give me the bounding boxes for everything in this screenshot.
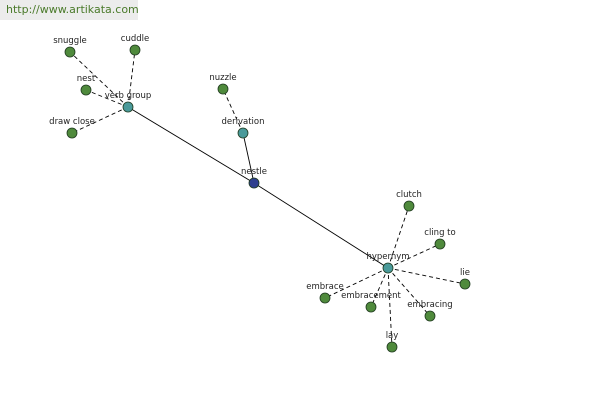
- word-snuggle-node[interactable]: [64, 46, 76, 58]
- edge-verb-group-nest: [85, 89, 129, 108]
- relation-hypernym-node[interactable]: [382, 262, 394, 274]
- edge-verb-group-cuddle: [127, 49, 136, 108]
- edge-center-verb-group: [127, 106, 255, 184]
- center-word-nestle-node[interactable]: [248, 177, 260, 189]
- edge-verb-group-draw-close: [71, 106, 129, 134]
- edge-derivation-nuzzle: [222, 88, 244, 134]
- word-cling-to-label: cling to: [424, 228, 455, 238]
- edge-hypernym-embrace: [324, 267, 389, 299]
- relation-derivation-label: derivation: [221, 117, 264, 127]
- word-nest-node[interactable]: [80, 84, 92, 96]
- relation-hypernym-label: hypernym: [366, 252, 409, 262]
- relation-verb-group-node[interactable]: [122, 101, 134, 113]
- relation-derivation-node[interactable]: [237, 127, 249, 139]
- edge-verb-group-snuggle: [69, 51, 129, 108]
- word-lie-label: lie: [460, 268, 470, 278]
- word-nuzzle-node[interactable]: [217, 83, 229, 95]
- word-embracing-label: embracing: [407, 300, 452, 310]
- word-embrace-node[interactable]: [319, 292, 331, 304]
- edge-center-derivation: [242, 132, 255, 184]
- center-word-nestle-label: nestle: [241, 167, 267, 177]
- edge-hypernym-embracement: [370, 267, 389, 308]
- relation-verb-group-label: verb group: [105, 91, 152, 101]
- edge-hypernym-cling-to: [387, 243, 441, 269]
- edge-hypernym-lay: [387, 267, 393, 348]
- word-embrace-label: embrace: [306, 282, 344, 292]
- graph-edges: [69, 49, 466, 348]
- word-lay-label: lay: [386, 331, 399, 341]
- graph-nodes: snuggle cuddle nest draw close verb group nuz…: [49, 34, 471, 353]
- word-lie-node[interactable]: [459, 278, 471, 290]
- word-draw-close-node[interactable]: [66, 127, 78, 139]
- word-nest-label: nest: [77, 74, 96, 84]
- watermark-url: http://www.artikata.com: [0, 0, 139, 20]
- word-clutch-node[interactable]: [403, 200, 415, 212]
- word-cuddle-label: cuddle: [121, 34, 149, 44]
- word-cling-to-node[interactable]: [434, 238, 446, 250]
- edge-hypernym-lie: [387, 267, 466, 285]
- word-snuggle-label: snuggle: [53, 36, 87, 46]
- edge-center-hypernym: [253, 182, 389, 269]
- word-cuddle-node[interactable]: [129, 44, 141, 56]
- word-embracement-label: embracement: [341, 291, 401, 301]
- edge-hypernym-embracing: [387, 267, 431, 317]
- word-clutch-label: clutch: [396, 190, 422, 200]
- word-lay-node[interactable]: [386, 341, 398, 353]
- word-nuzzle-label: nuzzle: [209, 73, 236, 83]
- edge-hypernym-clutch: [387, 205, 410, 269]
- word-embracement-node[interactable]: [365, 301, 377, 313]
- word-embracing-node[interactable]: [424, 310, 436, 322]
- word-draw-close-label: draw close: [49, 117, 95, 127]
